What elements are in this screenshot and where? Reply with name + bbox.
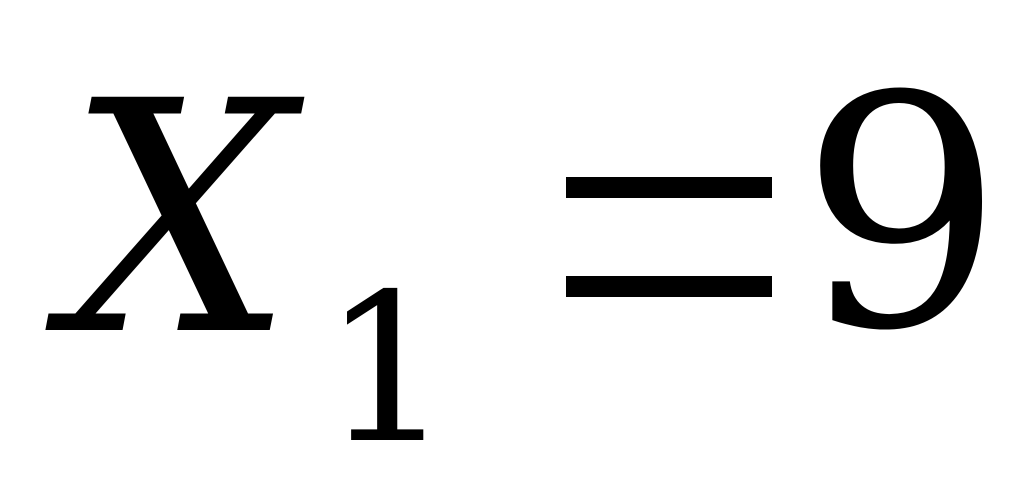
equals-sign — [566, 160, 772, 298]
equals-sign-top-bar — [566, 177, 772, 198]
equation-variable: X — [66, 34, 294, 406]
equation-subscript: 1 — [322, 251, 453, 483]
equation-value: 9 — [800, 29, 1004, 401]
equals-sign-bottom-bar — [566, 276, 772, 297]
